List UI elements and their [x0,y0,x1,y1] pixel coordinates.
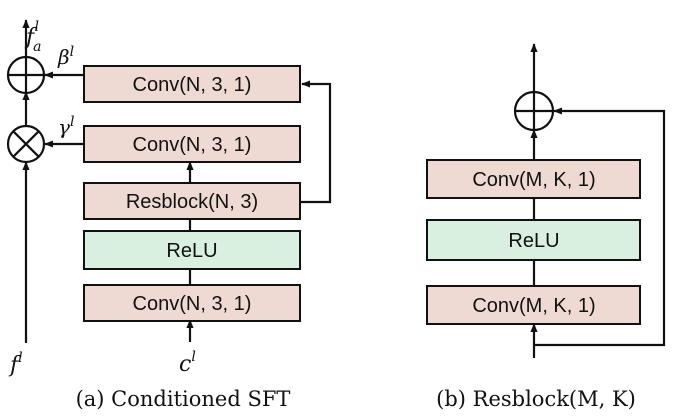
left-conv-mid-label: Conv(N, 3, 1) [133,134,252,156]
left-conv-bottom-box: Conv(N, 3, 1) [83,284,301,322]
left-relu-box: ReLU [83,230,301,270]
right-conv-top-label: Conv(M, K, 1) [472,169,595,191]
add-operator-icon [6,55,46,95]
feature-label: fl [8,350,23,378]
left-conv-top-label: Conv(N, 3, 1) [133,74,252,96]
right-caption: (b) Resblock(M, K) [436,387,636,411]
resblock-diagram [513,43,666,358]
resblock-to-conv-top [300,80,332,204]
left-caption: (a) Conditioned SFT [76,387,291,411]
gamma-label: γl [58,114,74,139]
left-conv-top-box: Conv(N, 3, 1) [83,65,301,103]
right-skip-connection [534,107,666,347]
right-conv-bottom-box: Conv(M, K, 1) [426,285,641,325]
conditioned-sft-diagram [6,19,332,343]
left-conv-bottom-label: Conv(N, 3, 1) [133,293,252,315]
left-relu-label: ReLU [166,240,217,262]
condition-label: cl [179,349,196,377]
left-conv-mid-box: Conv(N, 3, 1) [83,125,301,163]
beta-label: βl [57,44,74,69]
right-conv-bottom-label: Conv(M, K, 1) [472,295,595,317]
right-add-operator-icon [513,90,555,132]
right-relu-label: ReLU [508,230,559,252]
right-relu-box: ReLU [426,219,641,261]
left-resblock-box: Resblock(N, 3) [83,182,301,220]
multiply-operator-icon [6,124,46,164]
right-conv-top-box: Conv(M, K, 1) [426,159,641,199]
output-label: fal [24,19,42,55]
left-resblock-label: Resblock(N, 3) [126,191,258,213]
